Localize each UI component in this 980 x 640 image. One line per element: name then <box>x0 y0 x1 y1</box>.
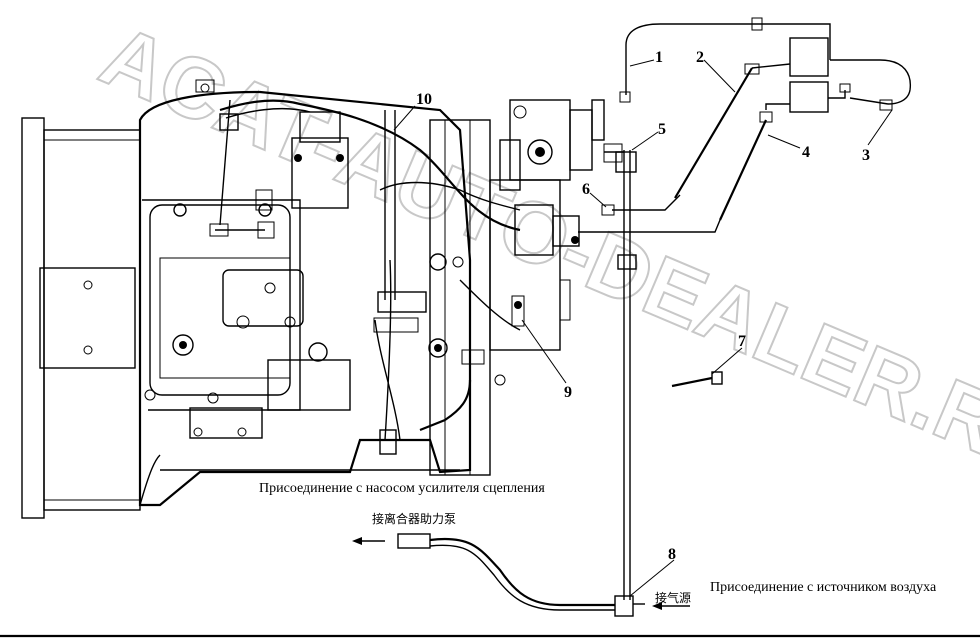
note-clutch-pump: Присоединение с насосом усилителя сцепле… <box>259 481 545 496</box>
callout-5: 5 <box>658 121 666 138</box>
flow-arrows <box>352 537 690 610</box>
bell-housing <box>21 117 141 519</box>
note-cn-clutch: 接离合器助力泵 <box>372 512 457 526</box>
callout-1: 1 <box>655 49 663 66</box>
callout-2: 2 <box>696 49 704 66</box>
air-lines <box>578 17 912 600</box>
clutch-pump-pipe <box>397 533 645 617</box>
callout-7: 7 <box>738 333 746 350</box>
callout-8: 8 <box>668 546 676 563</box>
leader-lines <box>393 59 893 597</box>
valve-cluster <box>499 99 605 327</box>
rear-housing <box>428 119 561 476</box>
callout-3: 3 <box>862 147 870 164</box>
callout-4: 4 <box>802 144 810 161</box>
callout-9: 9 <box>564 384 572 401</box>
callout-6: 6 <box>582 181 590 198</box>
note-air-source: Присоединение с источником воздуха <box>710 580 937 595</box>
watermark-text: ACAT-AUTO-DEALER.RU <box>88 7 980 497</box>
callout-10: 10 <box>416 91 432 108</box>
internal-pipes <box>209 99 521 455</box>
watermark: ACAT-AUTO-DEALER.RU <box>87 6 980 498</box>
note-cn-air: 接气源 <box>655 591 692 605</box>
